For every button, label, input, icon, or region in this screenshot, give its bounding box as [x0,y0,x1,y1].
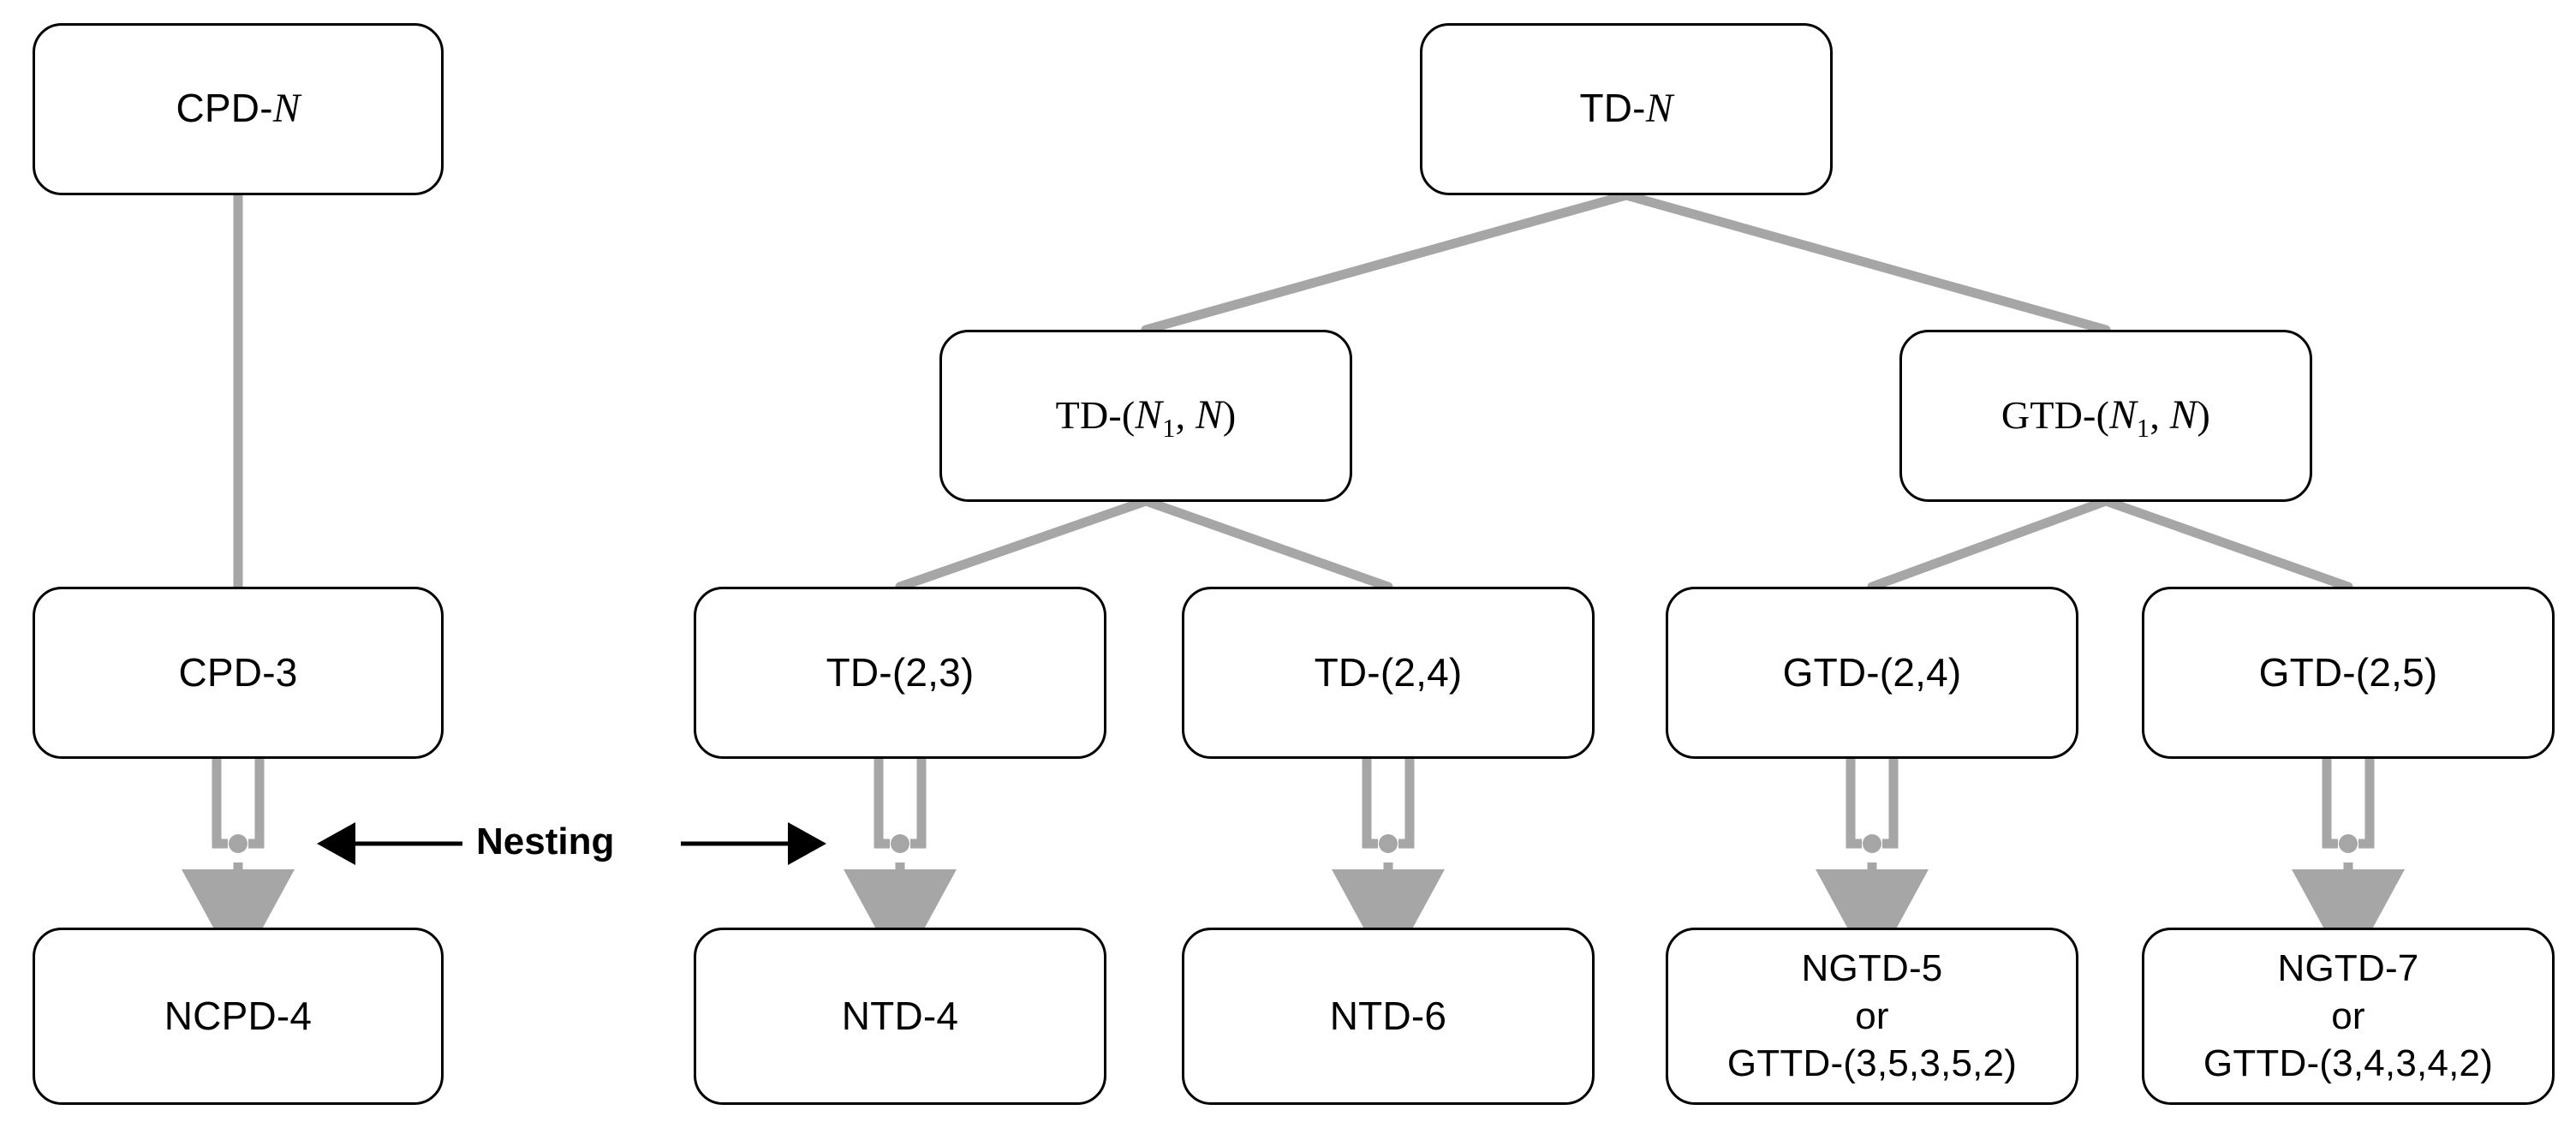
node-ntd-6[interactable]: NTD-6 [1182,928,1595,1105]
nesting-label: Nesting [476,821,615,862]
node-cpd-3[interactable]: CPD-3 [33,587,444,759]
node-gtd-2-5[interactable]: GTD-(2,5) [2142,587,2555,759]
nesting-connector-td-2-3 [844,758,957,973]
node-cpd-n-label: CPD-N [176,86,301,132]
nesting-connector-cpd [182,758,295,973]
node-gtd-2-5-label: GTD-(2,5) [2258,650,2438,695]
edge-td-n-to-gtd-n1n [1621,190,2111,335]
node-td-n1-n[interactable]: TD-(N1, N) [939,330,1352,502]
nesting-connector-gtd-2-4 [1816,758,1929,973]
node-ncpd-4[interactable]: NCPD-4 [33,928,444,1105]
node-td-2-4[interactable]: TD-(2,4) [1182,587,1595,759]
node-ntd-4[interactable]: NTD-4 [694,928,1106,1105]
node-cpd-3-label: CPD-3 [178,650,298,695]
node-ntd-6-label: NTD-6 [1329,994,1447,1039]
node-gtd-2-4-label: GTD-(2,4) [1782,650,1962,695]
node-gtd-n1-n[interactable]: GTD-(N1, N) [1899,330,2312,502]
node-td-n-label: TD-N [1579,86,1673,132]
node-gtd-2-4[interactable]: GTD-(2,4) [1666,587,2078,759]
node-td-n1-n-label: TD-(N1, N) [1055,393,1237,444]
edge-td-n-to-td-n1n [1141,190,1631,335]
node-cpd-n[interactable]: CPD-N [33,23,444,195]
edge-gtd-n1n-to-gtd-2-5 [2101,496,2353,592]
node-td-2-4-label: TD-(2,4) [1314,650,1463,695]
edge-td-n1n-to-td-2-4 [1141,496,1393,592]
node-td-2-3-label: TD-(2,3) [826,650,975,695]
node-td-2-3[interactable]: TD-(2,3) [694,587,1106,759]
edge-td-n1n-to-td-2-3 [895,496,1151,592]
nesting-connector-gtd-2-5 [2292,758,2405,973]
node-gtd-n1-n-label: GTD-(N1, N) [2001,393,2211,444]
node-ntd-4-label: NTD-4 [841,994,959,1039]
nesting-connector-td-2-4 [1332,758,1445,973]
edge-gtd-n1n-to-gtd-2-4 [1867,496,2111,592]
node-ncpd-4-label: NCPD-4 [164,994,313,1039]
node-td-n[interactable]: TD-N [1420,23,1833,195]
